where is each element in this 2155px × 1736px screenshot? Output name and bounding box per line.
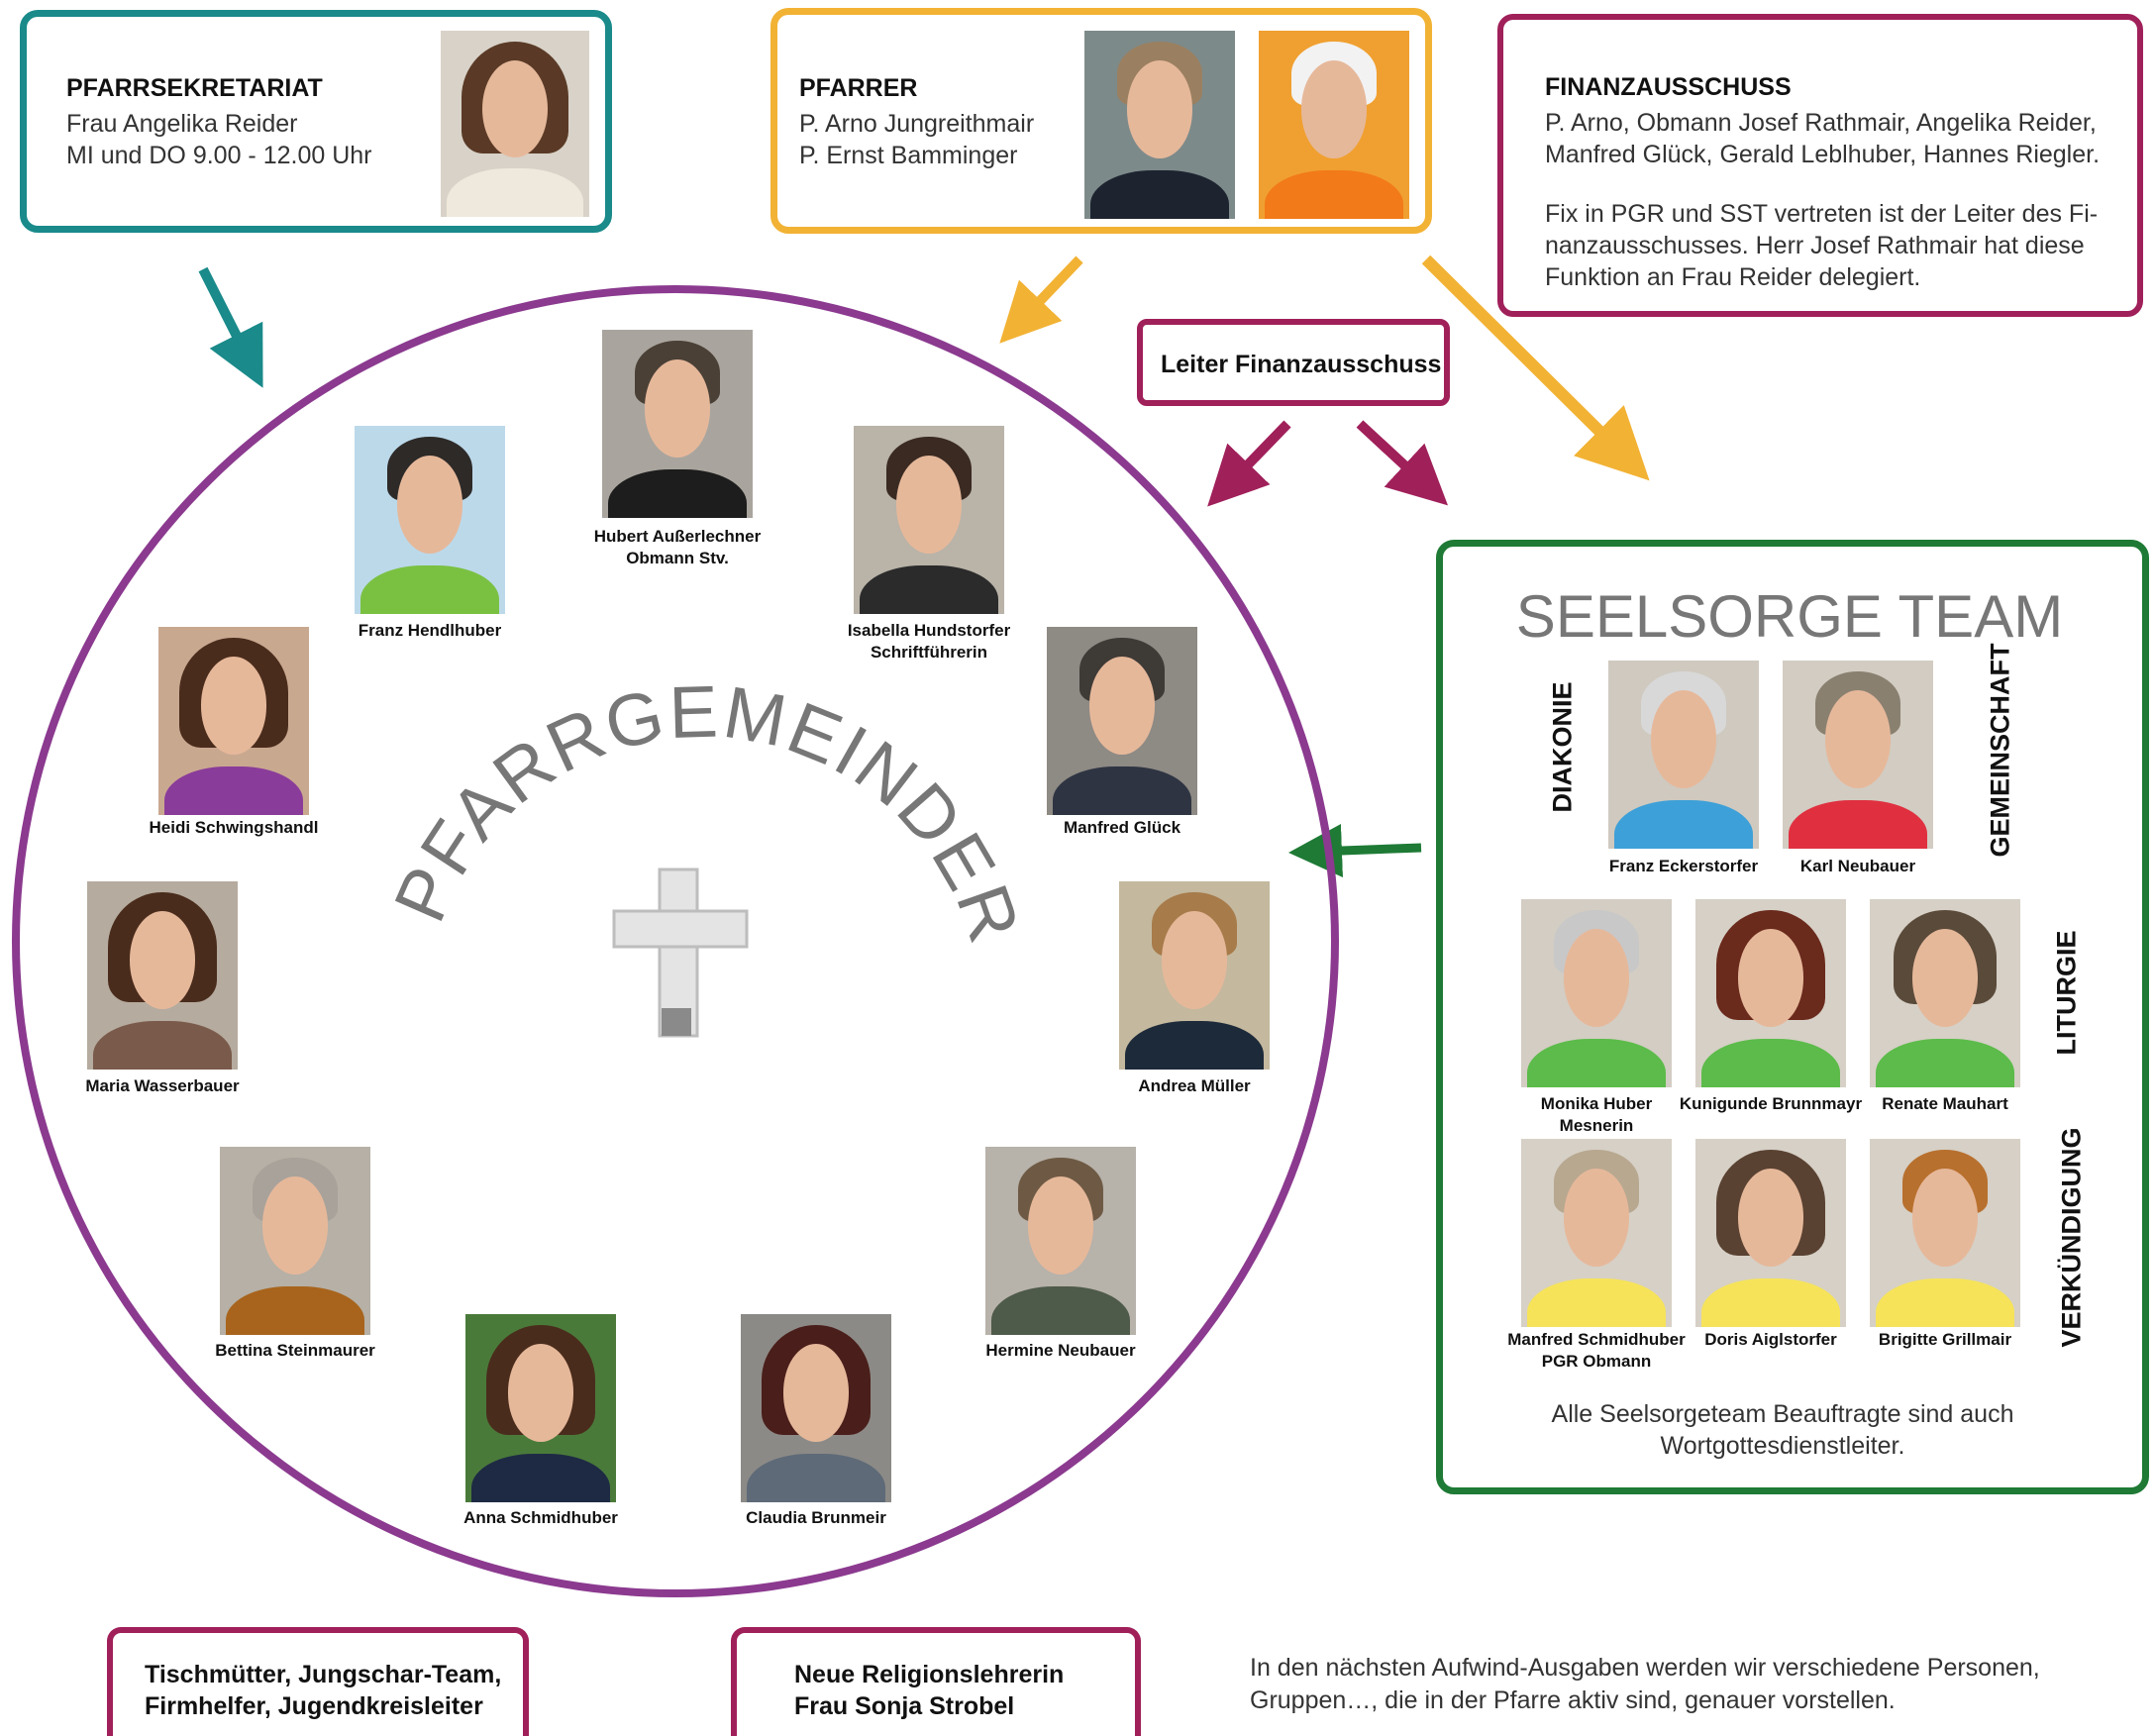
cross-icon (612, 868, 749, 1038)
arrow-pfarrer-pgr (999, 255, 1083, 344)
sst-name-4: Renate Mauhart (1882, 1094, 2008, 1113)
leiter-finanz-label: Leiter Finanzausschuss (1161, 351, 1442, 378)
religion-box: Neue Religionslehrerin Frau Sonja Strobe… (731, 1627, 1141, 1736)
pgr-name-8: Hermine Neubauer (985, 1341, 1136, 1360)
photo-pgr-4 (1047, 627, 1197, 815)
pgr-name-4: Manfred Glück (1063, 818, 1181, 837)
photo-pgr-3 (158, 627, 309, 815)
sst-area-liturgie: LITURGIE (2051, 930, 2082, 1056)
pgr-name-6: Andrea Müller (1138, 1076, 1251, 1095)
sst-title: SEELSORGE TEAM (1515, 583, 2064, 650)
outlook-text: In den nächsten Aufwind-Ausgaben werden … (1250, 1654, 2040, 1714)
religion-line-1: Neue Religionslehrerin (794, 1661, 1065, 1688)
photo-pgr-6 (1119, 881, 1270, 1070)
finanz-note-2: nanzausschusses. Herr Josef Rathmair hat… (1545, 232, 2085, 259)
sst-name-1: Karl Neubauer (1799, 857, 1916, 875)
arrow-leiter-pgr (1207, 420, 1291, 507)
sekretariat-box: PFARRSEKRETARIAT Frau Angelika Reider MI… (20, 10, 612, 233)
groups-line-1: Tischmütter, Jungschar-Team, (145, 1661, 502, 1688)
photo-pgr-5 (87, 881, 238, 1070)
photo-sst-1 (1783, 661, 1933, 849)
groups-line-2: Firmhelfer, Jugendkreisleiter (145, 1692, 483, 1720)
sekretariat-line-2: MI und DO 9.00 - 12.00 Uhr (66, 142, 372, 169)
pfarrer-line-1: P. Arno Jungreithmair (799, 110, 1035, 138)
arrow-leiter-sst (1356, 420, 1449, 506)
photo-sst-5 (1521, 1139, 1672, 1327)
photo-sekretariat (441, 31, 589, 217)
pgr-circle (12, 285, 1339, 1597)
photo-sst-2 (1521, 899, 1672, 1087)
sst-area-verkuendigung: VERKÜNDIGUNG (2056, 1127, 2087, 1348)
photo-pgr-9 (465, 1314, 616, 1502)
sst-name-6: Doris Aiglstorfer (1704, 1330, 1837, 1349)
finanz-box: FINANZAUSSCHUSS P. Arno, Obmann Josef Ra… (1497, 14, 2143, 317)
sekretariat-title: PFARRSEKRETARIAT (66, 74, 323, 102)
finanz-note-3: Funktion an Frau Reider delegiert. (1545, 263, 1921, 291)
sst-name-3: Kunigunde Brunnmayr (1679, 1094, 1863, 1113)
pgr-name-3: Heidi Schwingshandl (149, 818, 319, 837)
leiter-finanz-box: Leiter Finanzausschuss (1137, 319, 1450, 406)
pgr-name-1: Franz Hendlhuber (358, 621, 502, 640)
photo-sst-7 (1870, 1139, 2020, 1327)
sst-area-gemeinschaft: GEMEINSCHAFT (1985, 643, 2015, 858)
religion-line-2: Frau Sonja Strobel (794, 1692, 1015, 1720)
arrow-sekretariat (198, 266, 263, 388)
finanz-note-1: Fix in PGR und SST vertreten ist der Lei… (1545, 200, 2099, 228)
photo-sst-3 (1695, 899, 1846, 1087)
sekretariat-line-1: Frau Angelika Reider (66, 110, 298, 138)
photo-pfarrer-2 (1259, 31, 1409, 219)
groups-box: Tischmütter, Jungschar-Team, Firmhelfer,… (107, 1627, 529, 1736)
pgr-name-10: Claudia Brunmeir (746, 1508, 886, 1527)
finanz-title: FINANZAUSSCHUSS (1545, 73, 1792, 101)
photo-sst-6 (1695, 1139, 1846, 1327)
finanz-line-1: P. Arno, Obmann Josef Rathmair, Angelika… (1545, 109, 2097, 137)
finanz-line-2: Manfred Glück, Gerald Leblhuber, Hannes … (1545, 141, 2101, 168)
sst-area-diakonie: DIAKONIE (1547, 681, 1578, 813)
photo-sst-0 (1608, 661, 1759, 849)
photo-pgr-2 (854, 426, 1004, 614)
pgr-name-5: Maria Wasserbauer (85, 1076, 240, 1095)
pgr-name-7: Bettina Steinmaurer (215, 1341, 375, 1360)
photo-pgr-7 (220, 1147, 370, 1335)
pgr-name-9: Anna Schmidhuber (463, 1508, 618, 1527)
photo-pgr-0 (602, 330, 753, 518)
photo-pfarrer-1 (1084, 31, 1235, 219)
sst-note: Alle Seelsorgeteam Beauftragte sind auch… (1551, 1400, 2014, 1460)
sst-name-0: Franz Eckerstorfer (1608, 857, 1759, 875)
pfarrer-title: PFARRER (799, 74, 918, 102)
photo-pgr-1 (355, 426, 505, 614)
sst-name-7: Brigitte Grillmair (1878, 1330, 2012, 1349)
pfarrer-line-2: P. Ernst Bamminger (799, 142, 1018, 169)
photo-pgr-10 (741, 1314, 891, 1502)
photo-pgr-8 (985, 1147, 1136, 1335)
photo-sst-4 (1870, 899, 2020, 1087)
pfarrer-box: PFARRER P. Arno Jungreithmair P. Ernst B… (770, 8, 1432, 234)
